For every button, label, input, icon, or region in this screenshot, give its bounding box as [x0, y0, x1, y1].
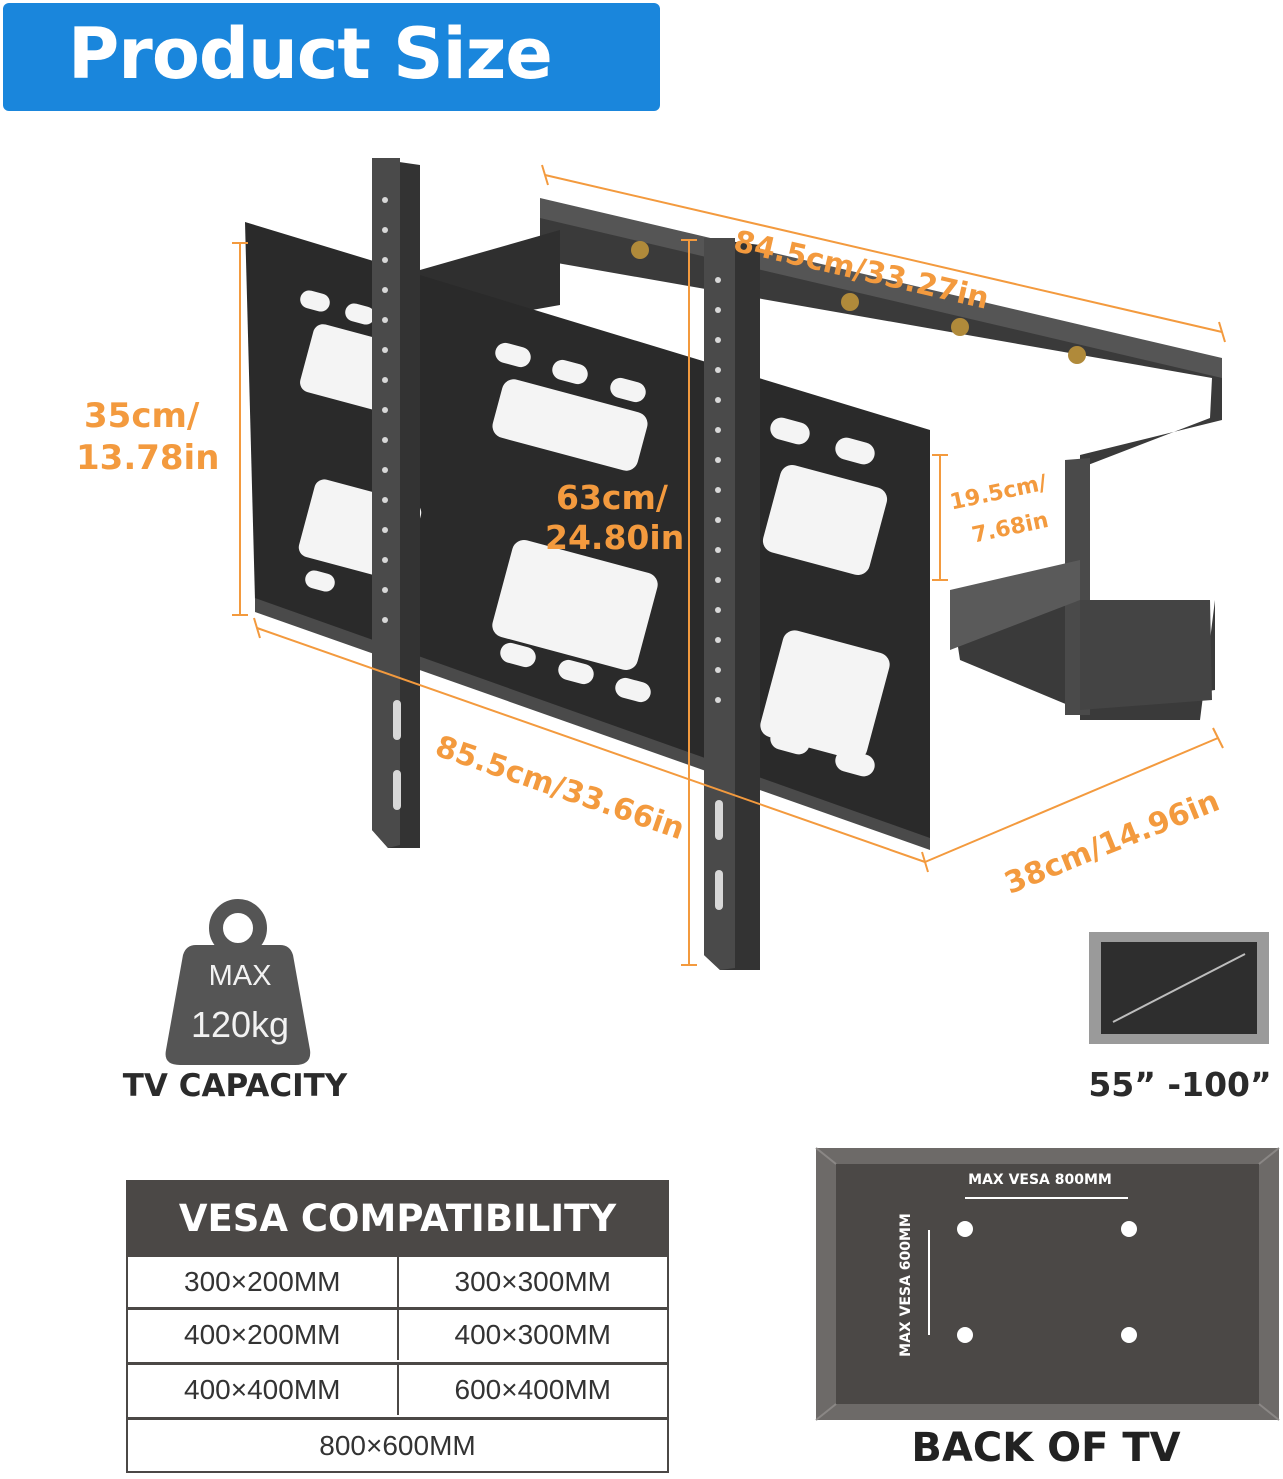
rail-height-label-2: 24.80in: [545, 518, 685, 557]
vesa-compatibility-table: VESA COMPATIBILITY 300×200MM 300×300MM 4…: [126, 1180, 669, 1473]
table-cell: 800×600MM: [319, 1429, 476, 1461]
bolt-icon: [951, 318, 969, 336]
max-label: MAX: [208, 960, 272, 992]
vesa-hole: [1121, 1327, 1137, 1343]
table-row: 400×400MM 600×400MM: [128, 1362, 667, 1415]
vesa-hole: [957, 1327, 973, 1343]
back-of-tv-label: BACK OF TV: [911, 1425, 1181, 1471]
table-cell: 600×400MM: [396, 1365, 668, 1415]
table-cell: 400×300MM: [396, 1310, 668, 1360]
tv-capacity-label: TV CAPACITY: [122, 1068, 348, 1104]
page-title: Product Size: [68, 13, 553, 95]
table-row: 400×200MM 400×300MM: [128, 1307, 667, 1360]
tv-size-range: 55” -100”: [1088, 1065, 1272, 1104]
vesa-hole: [1121, 1221, 1137, 1237]
vesa-hole: [957, 1221, 973, 1237]
max-weight-value: 120kg: [190, 1004, 290, 1045]
table-cell: 300×300MM: [396, 1257, 668, 1307]
table-row: 800×600MM: [128, 1417, 667, 1471]
table-row: 300×200MM 300×300MM: [128, 1254, 667, 1307]
plate-height-label-1: 35cm/: [84, 396, 200, 436]
bolt-icon: [631, 241, 649, 259]
bolt-icon: [1068, 346, 1086, 364]
vesa-table-header: VESA COMPATIBILITY: [128, 1182, 667, 1254]
table-cell: 400×400MM: [184, 1374, 341, 1405]
dimension-lines: [232, 164, 1226, 966]
back-of-tv-illustration: [815, 1147, 1280, 1421]
table-cell: 300×200MM: [184, 1266, 341, 1297]
plate-height-label-2: 13.78in: [76, 438, 220, 478]
title-banner: [3, 3, 660, 111]
tv-icon: [1089, 932, 1269, 1044]
rail-height-label-1: 63cm/: [556, 478, 668, 517]
max-vesa-width-label: MAX VESA 800MM: [968, 1172, 1112, 1188]
bolt-icon: [841, 293, 859, 311]
weight-icon: [165, 899, 311, 1065]
max-vesa-height-label: MAX VESA 600MM: [898, 1213, 914, 1357]
table-cell: 400×200MM: [184, 1319, 341, 1350]
